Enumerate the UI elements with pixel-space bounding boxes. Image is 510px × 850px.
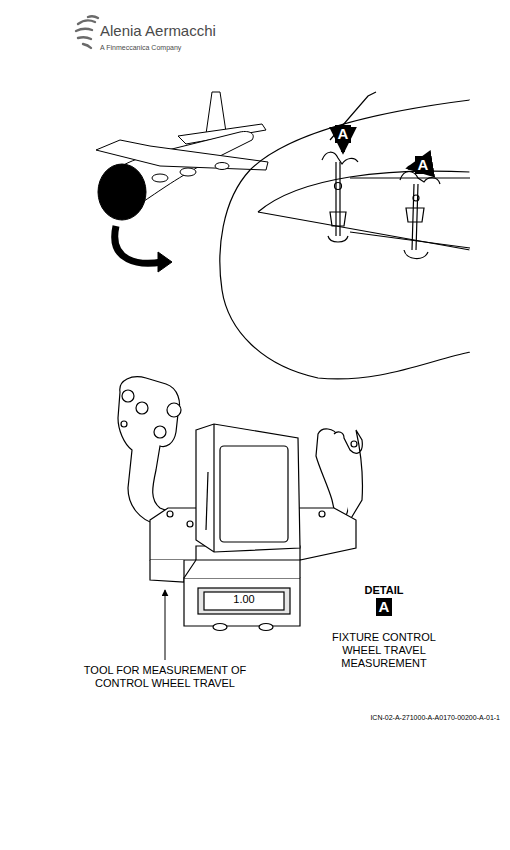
detail-caption: FIXTURE CONTROL WHEEL TRAVEL MEASUREMENT	[322, 631, 446, 671]
callout-letter: A	[335, 125, 352, 143]
callout-box: A	[415, 156, 432, 174]
company-subtitle: A Finmeccanica Company	[100, 44, 240, 52]
cockpit-view	[220, 92, 470, 379]
detail-heading: DETAIL	[365, 584, 404, 597]
control-wheel-with-tool	[118, 377, 363, 631]
company-name: Alenia Aermacchi	[100, 22, 240, 40]
leader-line	[165, 590, 166, 660]
illustration-code: ICN-02-A-271000-A-A0170-00200-A-01-1	[300, 714, 500, 722]
callout-letter: A	[415, 156, 432, 174]
callout-box: DETAILA	[365, 584, 404, 616]
callout-box: A	[335, 125, 352, 143]
logo-mark	[76, 16, 98, 48]
callout-letter: A	[376, 598, 393, 616]
aircraft-view	[96, 92, 268, 272]
display-reading: 1.00	[206, 593, 282, 606]
tool-label: TOOL FOR MEASUREMENT OF CONTROL WHEEL TR…	[75, 664, 255, 690]
